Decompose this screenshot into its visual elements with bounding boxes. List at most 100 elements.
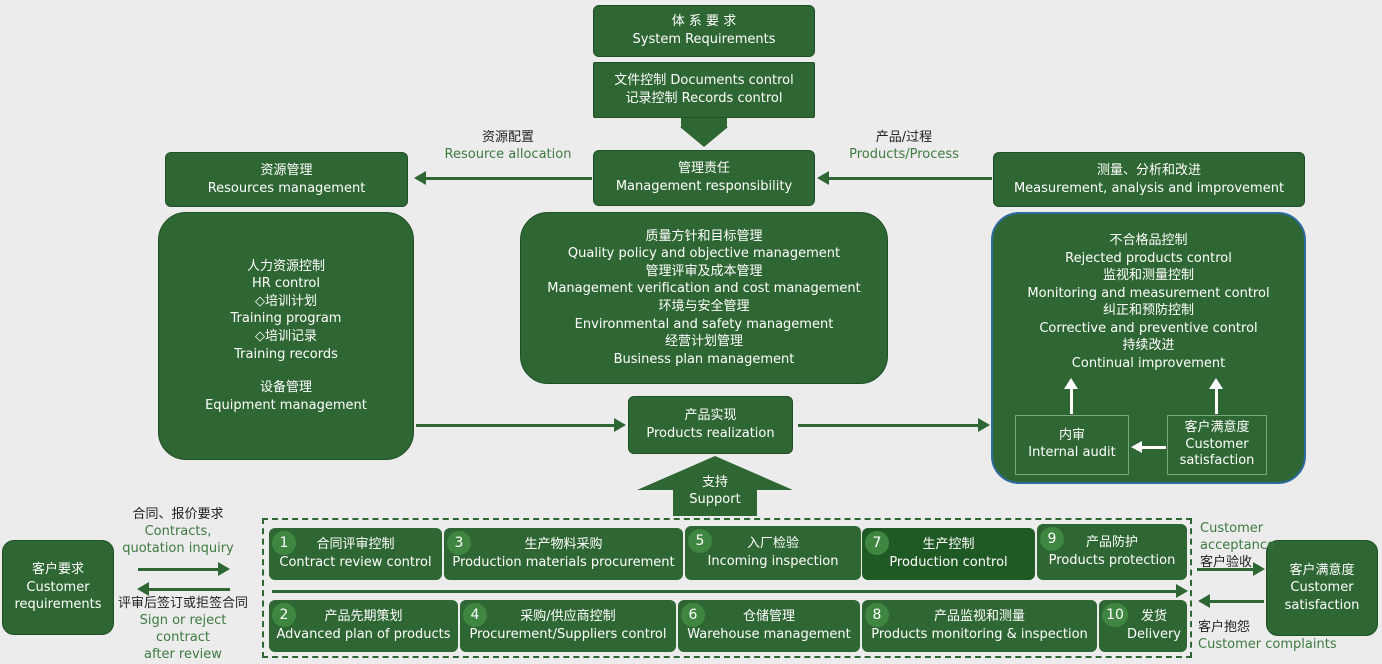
customer-requirements-zh: 客户要求: [31, 562, 84, 578]
customer-satisfaction-inner-zh: 客户满意度: [1184, 419, 1250, 435]
step-materials-procurement: 3 生产物料采购 Production materials procuremen…: [444, 528, 683, 580]
rejected-products-zh: 不合格品控制: [1109, 233, 1188, 248]
resources-management-en: Resources management: [207, 180, 366, 196]
step-number-badge: 8: [865, 603, 889, 627]
audit-up-arrowhead: [1064, 378, 1078, 389]
products-process-label: 产品/过程 Products/Process: [849, 130, 959, 162]
training-records-zh: ◇培训记录: [255, 329, 317, 344]
step-zh: 发货: [1140, 609, 1167, 625]
step-number-badge: 1: [272, 531, 296, 555]
support-arrowhead: [637, 456, 793, 490]
step-zh: 产品先期策划: [324, 609, 403, 625]
system-requirements-box: 体 系 要 求 System Requirements: [593, 5, 815, 57]
customer-satisfaction-right-en1: Customer: [1290, 580, 1354, 596]
corrective-preventive-en: Corrective and preventive control: [1039, 320, 1258, 336]
resource-allocation-arrow: [426, 177, 592, 180]
monitoring-measurement-zh: 监视和测量控制: [1102, 268, 1194, 284]
step-procurement-suppliers: 4 采购/供应商控制 Procurement/Suppliers control: [460, 600, 676, 652]
support-arrow-body: [673, 489, 757, 516]
system-requirements-zh: 体 系 要 求: [671, 14, 737, 30]
sign-reject-label: 评审后签订或拒签合同 Sign or reject contract after…: [117, 596, 248, 662]
step-number-badge: 10: [1102, 603, 1128, 627]
support-label: 支持 Support: [689, 475, 741, 507]
step-advanced-plan: 2 产品先期策划 Advanced plan of products: [269, 600, 458, 652]
management-verification-zh: 管理评审及成本管理: [645, 263, 763, 279]
step-number-badge: 7: [865, 531, 889, 555]
documents-down-arrow: [681, 118, 727, 128]
products-realization-zh: 产品实现: [684, 408, 737, 424]
complaints-arrow: [1210, 600, 1264, 603]
products-process-arrowhead: [817, 171, 829, 185]
environmental-safety-zh: 环境与安全管理: [658, 299, 750, 314]
equipment-management-zh: 设备管理: [259, 380, 312, 396]
internal-audit-box: 内审 Internal audit: [1015, 415, 1129, 475]
step-en: Production materials procurement: [452, 555, 675, 570]
step-number-badge: 9: [1040, 527, 1064, 551]
internal-audit-zh: 内审: [1058, 428, 1085, 444]
step-products-protection: 9 产品防护 Products protection: [1037, 524, 1187, 580]
contracts-arrow: [138, 568, 220, 571]
training-records-en: Training records: [234, 346, 338, 362]
step-en: Warehouse management: [687, 627, 851, 642]
step-zh: 合同评审控制: [316, 537, 395, 553]
contracts-label: 合同、报价要求 Contracts, quotation inquiry: [122, 507, 234, 556]
customer-acceptance-label: Customer acceptance 客户验收: [1200, 521, 1275, 570]
quality-policy-zh: 质量方针和目标管理: [645, 228, 763, 244]
customer-requirements-en2: requirements: [14, 597, 102, 613]
internal-audit-en: Internal audit: [1028, 445, 1116, 460]
customer-satisfaction-inner-en2: satisfaction: [1179, 453, 1255, 469]
resource-allocation-label: 资源配置 Resource allocation: [444, 130, 572, 162]
resources-to-realization-arrow: [416, 424, 614, 427]
step-zh: 产品监视和测量: [933, 609, 1025, 625]
step-number-badge: 5: [688, 529, 712, 553]
step-en: Production control: [889, 555, 1008, 570]
hr-control-en: HR control: [251, 276, 320, 292]
step-en: Advanced plan of products: [276, 627, 451, 642]
customer-satisfaction-inner-en1: Customer: [1185, 436, 1249, 452]
step-number-badge: 6: [681, 603, 705, 627]
resources-management-box: 资源管理 Resources management: [165, 152, 408, 207]
step-en: Procurement/Suppliers control: [469, 627, 667, 642]
records-control-label: 记录控制 Records control: [625, 91, 783, 106]
contracts-arrowhead: [218, 562, 230, 576]
step-delivery: 10 发货 Delivery: [1099, 600, 1187, 652]
satisfaction-to-audit-arrow: [1142, 446, 1166, 449]
training-program-zh: ◇培训计划: [255, 293, 317, 309]
system-requirements-en: System Requirements: [632, 32, 776, 47]
step-warehouse-management: 6 仓储管理 Warehouse management: [678, 600, 860, 652]
customer-complaints-label: 客户抱怨 Customer complaints: [1198, 620, 1337, 652]
documents-down-arrowhead: [680, 127, 728, 147]
step-en: Products monitoring & inspection: [871, 627, 1088, 642]
resources-detail-box: 人力资源控制 HR control ◇培训计划 Training program…: [158, 212, 414, 460]
quality-policy-en: Quality policy and objective management: [567, 246, 841, 262]
customer-requirements-en1: Customer: [26, 579, 90, 595]
products-realization-en: Products realization: [646, 426, 775, 441]
step-en: Incoming inspection: [707, 554, 839, 569]
step-number-badge: 2: [272, 603, 296, 627]
step-production-control: 7 生产控制 Production control: [862, 528, 1035, 580]
hr-control-zh: 人力资源控制: [246, 258, 325, 274]
corrective-preventive-zh: 纠正和预防控制: [1102, 303, 1194, 319]
products-process-arrow: [828, 177, 992, 180]
step-number-badge: 3: [447, 531, 471, 555]
customer-satisfaction-right-en2: satisfaction: [1284, 597, 1360, 613]
customer-requirements-box: 客户要求 Customer requirements: [2, 540, 114, 635]
management-responsibility-en: Management responsibility: [615, 179, 793, 194]
process-frame: [262, 518, 1192, 658]
step-en: Products protection: [1048, 553, 1176, 568]
customer-satisfaction-right-box: 客户满意度 Customer satisfaction: [1266, 540, 1378, 636]
step-zh: 生产物料采购: [524, 537, 603, 553]
step-zh: 入厂检验: [746, 536, 799, 552]
process-flow-arrowhead: [1176, 584, 1188, 598]
measurement-detail-box: 不合格品控制 Rejected products control 监视和测量控制…: [991, 212, 1306, 484]
satisfaction-up-arrowhead: [1209, 378, 1223, 389]
continual-improvement-en: Continual improvement: [1071, 355, 1226, 371]
customer-satisfaction-right-zh: 客户满意度: [1289, 562, 1355, 578]
complaints-arrowhead: [1198, 594, 1210, 608]
acceptance-arrow: [1197, 568, 1253, 571]
rejected-products-en: Rejected products control: [1065, 250, 1232, 266]
step-en: Delivery: [1127, 627, 1181, 642]
step-contract-review: 1 合同评审控制 Contract review control: [269, 528, 442, 580]
management-verification-en: Management verification and cost managem…: [547, 281, 861, 297]
resources-to-realization-arrowhead: [614, 418, 626, 432]
